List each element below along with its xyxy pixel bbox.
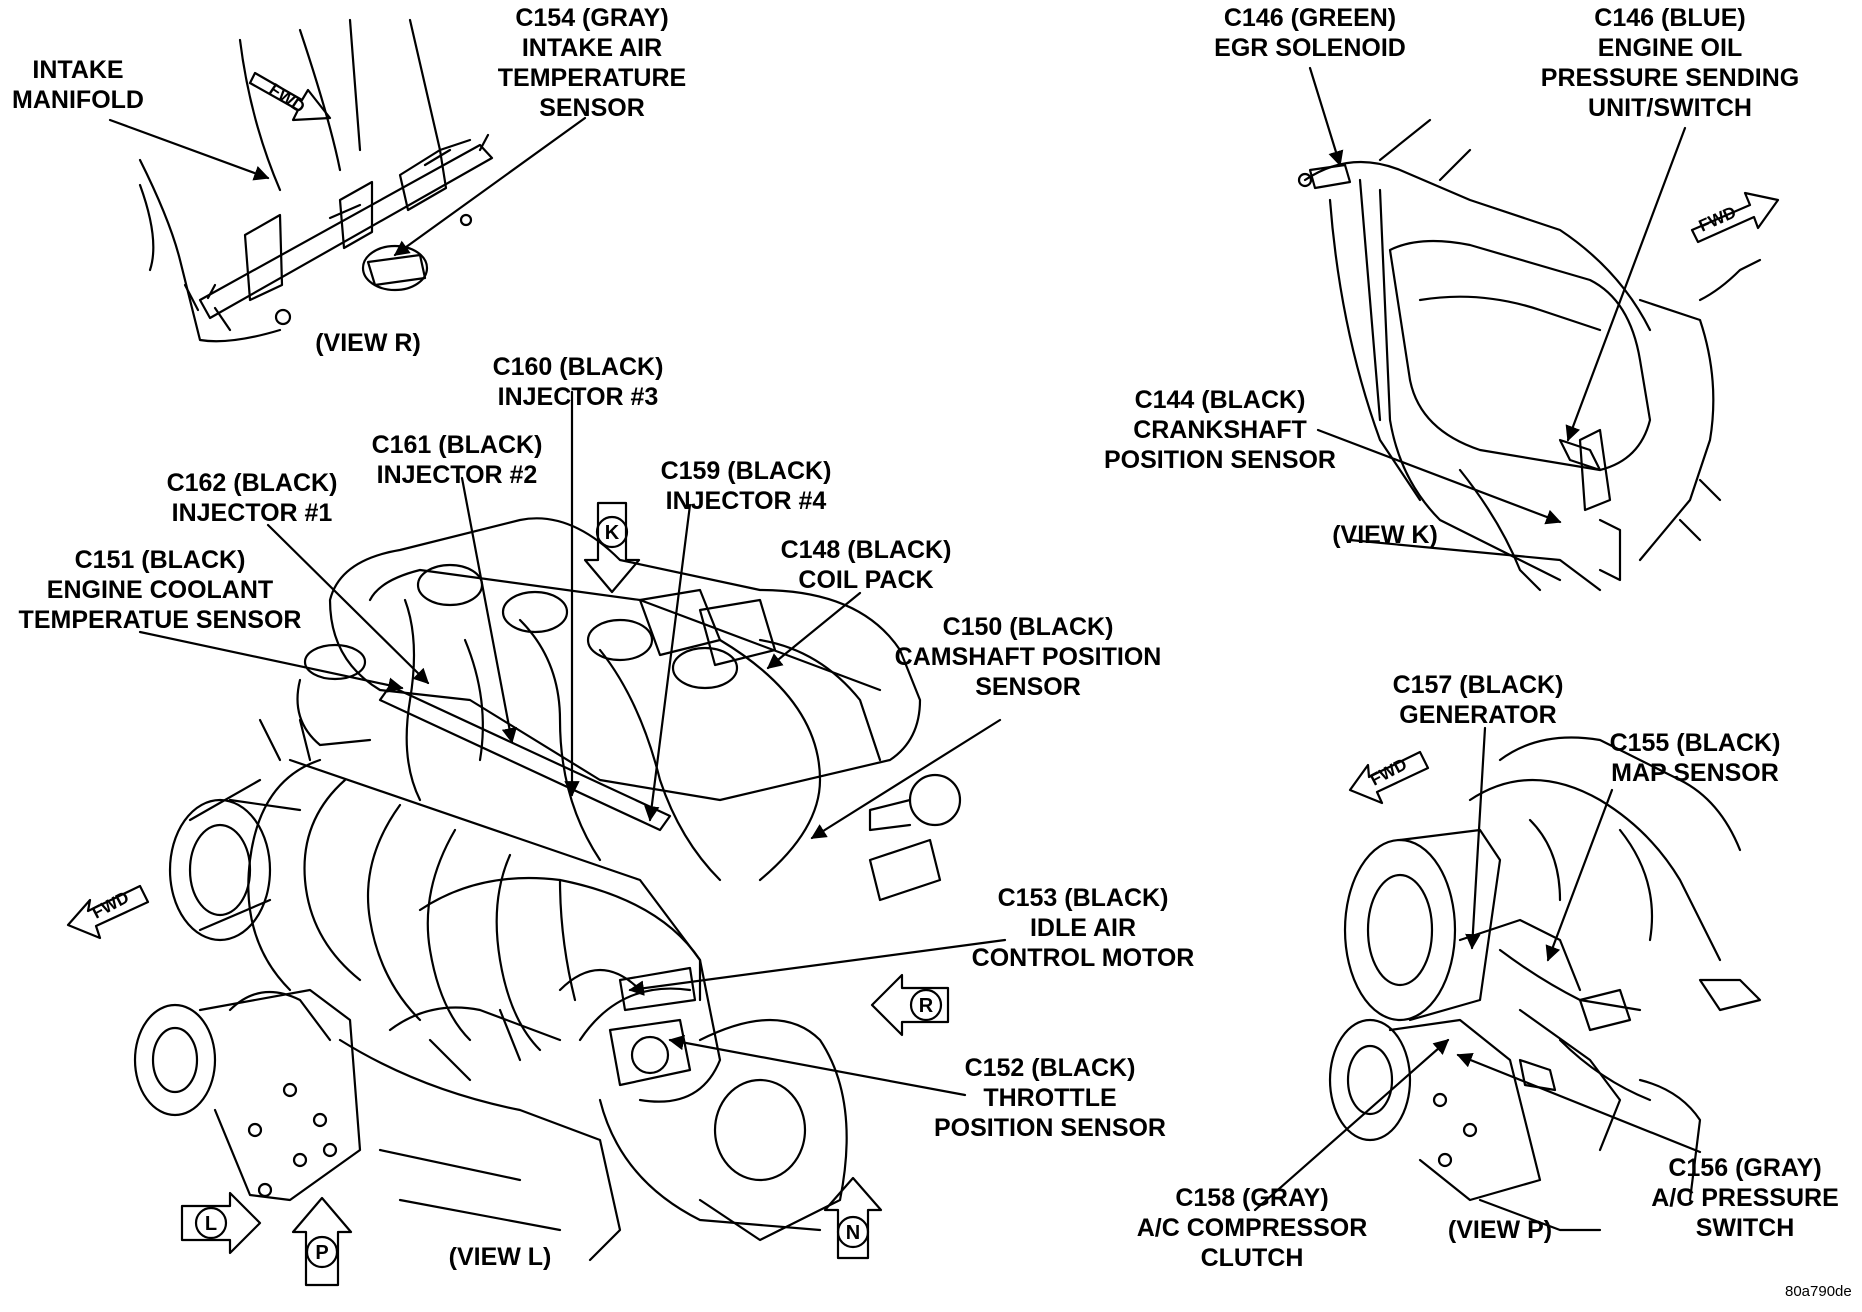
leader-c154 xyxy=(393,116,587,257)
label-c158-ac-compressor-clutch: C158 (GRAY) A/C COMPRESSOR CLUTCH xyxy=(1136,1184,1368,1272)
label-intake-manifold: INTAKE MANIFOLD xyxy=(12,56,144,114)
leader-c152 xyxy=(668,1034,967,1097)
label-c144-crankshaft-position-sensor: C144 (BLACK) CRANKSHAFT POSITION SENSOR xyxy=(1104,386,1336,474)
label-c157-generator: C157 (BLACK) GENERATOR xyxy=(1392,671,1564,729)
label-c162-injector-1: C162 (BLACK) INJECTOR #1 xyxy=(166,469,338,527)
label-c146-green-egr-solenoid: C146 (GREEN) EGR SOLENOID xyxy=(1214,4,1406,62)
leader-c156 xyxy=(1456,1053,1702,1154)
leader-c146-green xyxy=(1308,66,1344,167)
leader-c148 xyxy=(766,591,862,670)
view-p-caption: (VIEW P) xyxy=(1447,1216,1553,1244)
view-k-direction-arrow xyxy=(583,501,641,594)
view-marker-n: N xyxy=(846,1222,860,1244)
leader-c155 xyxy=(1545,788,1614,962)
leader-c150 xyxy=(810,718,1002,840)
leader-c144 xyxy=(1316,428,1562,525)
label-c156-ac-pressure-switch: C156 (GRAY) A/C PRESSURE SWITCH xyxy=(1651,1154,1839,1242)
label-c155-map-sensor: C155 (BLACK) MAP SENSOR xyxy=(1609,729,1781,787)
label-c150-camshaft-position-sensor: C150 (BLACK) CAMSHAFT POSITION SENSOR xyxy=(894,613,1162,701)
leader-c157 xyxy=(1465,726,1487,950)
view-r-caption: (VIEW R) xyxy=(315,329,421,357)
leader-c159 xyxy=(644,503,692,822)
leader-c161 xyxy=(460,476,517,744)
fwd-arrow-view-l xyxy=(66,884,150,940)
fwd-label-view-p: FWD xyxy=(1367,755,1410,790)
fwd-arrow-view-p xyxy=(1348,750,1430,805)
view-marker-r: R xyxy=(919,995,934,1017)
view-marker-p: P xyxy=(315,1242,328,1264)
fwd-label-view-r: FWD xyxy=(266,80,309,117)
leader-c151 xyxy=(138,630,404,693)
fwd-arrow-view-k xyxy=(1690,191,1780,244)
view-n-direction-arrow xyxy=(823,1176,883,1260)
leader-c146-blue xyxy=(1565,126,1687,442)
view-l-caption: (VIEW L) xyxy=(448,1243,552,1271)
label-c154-intake-air-temp-sensor: C154 (GRAY) INTAKE AIR TEMPERATURE SENSO… xyxy=(497,4,687,122)
label-c161-injector-2: C161 (BLACK) INJECTOR #2 xyxy=(371,431,543,489)
label-c148-coil-pack: C148 (BLACK) COIL PACK xyxy=(780,536,952,594)
figure-reference-code: 80a790de xyxy=(1785,1283,1852,1300)
fwd-label-view-k: FWD xyxy=(1696,203,1739,236)
fwd-label-view-l: FWD xyxy=(89,888,132,923)
view-r-illustration xyxy=(138,18,494,343)
label-c152-throttle-position-sensor: C152 (BLACK) THROTTLE POSITION SENSOR xyxy=(934,1054,1166,1142)
leader-intake-manifold xyxy=(108,118,270,181)
label-c151-engine-coolant-temp-sensor: C151 (BLACK) ENGINE COOLANT TEMPERATUE S… xyxy=(18,546,302,634)
leader-c153 xyxy=(628,938,1007,996)
view-r-direction-arrow xyxy=(870,973,950,1037)
view-k-caption: (VIEW K) xyxy=(1332,521,1438,549)
leader-c162 xyxy=(266,523,430,685)
view-p-direction-arrow xyxy=(291,1196,353,1287)
label-c159-injector-4: C159 (BLACK) INJECTOR #4 xyxy=(660,457,832,515)
view-marker-k: K xyxy=(605,522,620,544)
label-c146-blue-oil-pressure-sending-unit: C146 (BLUE) ENGINE OIL PRESSURE SENDING … xyxy=(1540,4,1800,122)
fwd-arrow-view-r xyxy=(248,71,332,122)
label-c160-injector-3: C160 (BLACK) INJECTOR #3 xyxy=(492,353,664,411)
view-l-direction-arrow xyxy=(180,1191,262,1255)
view-marker-l: L xyxy=(205,1213,217,1235)
leader-c158 xyxy=(1253,1038,1450,1212)
label-c153-idle-air-control-motor: C153 (BLACK) IDLE AIR CONTROL MOTOR xyxy=(971,884,1195,972)
view-p-illustration xyxy=(1328,736,1762,1232)
